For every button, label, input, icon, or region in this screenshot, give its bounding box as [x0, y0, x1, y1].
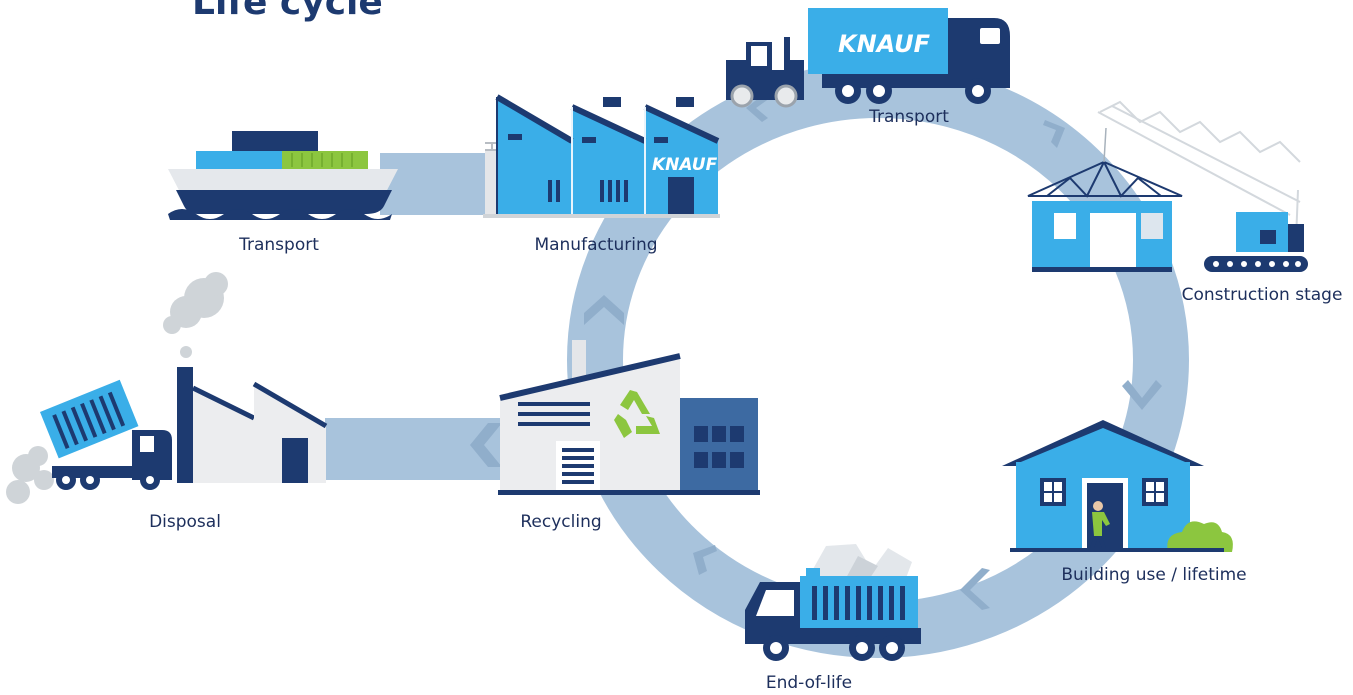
cargo-ship [168, 131, 398, 220]
stage-label-end-of-life: End-of-life [765, 673, 853, 693]
construction-site [1027, 100, 1308, 272]
annex-windows [694, 426, 744, 468]
factory-roofline [495, 94, 720, 144]
factory-door [668, 177, 694, 216]
stage-label-recycling: Recycling [520, 512, 602, 532]
smoke [163, 272, 228, 358]
chevron-icon [1043, 120, 1065, 148]
truck-cargo-box [808, 8, 948, 74]
tipped-bed [39, 379, 139, 459]
wheel-icon [730, 84, 754, 108]
house-window [1142, 478, 1168, 506]
stage-label-building-use: Building use / lifetime [1061, 565, 1247, 585]
recycle-icon [614, 390, 660, 438]
knauf-factory: KNAUF [483, 94, 720, 218]
stage-label-manufacturing: Manufacturing [534, 235, 658, 255]
chimney [603, 97, 621, 107]
ship-container-blue [196, 151, 282, 169]
dump-truck [6, 379, 172, 504]
ship-hull-bottom [176, 190, 392, 214]
bush [1167, 521, 1233, 552]
house-in-use [1002, 420, 1233, 552]
chevron-icon [693, 545, 717, 575]
chevron-icon [746, 94, 770, 122]
chevron-icon [584, 295, 624, 325]
stage-label-construction: Construction stage [1181, 285, 1343, 305]
vent-slats [518, 402, 590, 426]
flow-chevrons [470, 94, 1162, 610]
recycling-annex [680, 398, 758, 492]
chevron-icon [470, 423, 502, 467]
factory-logo: KNAUF [652, 155, 718, 175]
crane-boom [1097, 100, 1301, 241]
chevron-icon [960, 568, 990, 610]
sea-waves [168, 209, 392, 220]
truck-logo: KNAUF [838, 30, 931, 58]
dump-body-ribs [812, 586, 905, 620]
stage-label-disposal: Disposal [149, 512, 221, 532]
ship-cabin [232, 131, 318, 151]
chevron-icon [1122, 380, 1162, 410]
container-ribs [291, 153, 353, 167]
smokestack [177, 367, 193, 483]
factory-hall-1 [497, 97, 572, 216]
house-window [1040, 478, 1066, 506]
forklift [726, 37, 804, 108]
dust-cloud [6, 446, 54, 504]
disposal-site [6, 272, 328, 504]
factory-windows [548, 180, 628, 202]
delivery-truck: KNAUF [808, 8, 1010, 104]
ship-container-green [282, 151, 368, 169]
chimney [676, 97, 694, 107]
end-of-life-truck [745, 544, 921, 661]
person-icon [1090, 501, 1110, 548]
stage-label-transport-ship: Transport [239, 235, 319, 255]
flow-band-ship-factory [380, 153, 500, 215]
page-title: Life cycle [192, 0, 383, 23]
disposal-door [282, 438, 308, 483]
wheel-icon [774, 84, 798, 108]
recycling-plant [498, 340, 760, 495]
stage-label-transport-truck: Transport [869, 107, 949, 127]
